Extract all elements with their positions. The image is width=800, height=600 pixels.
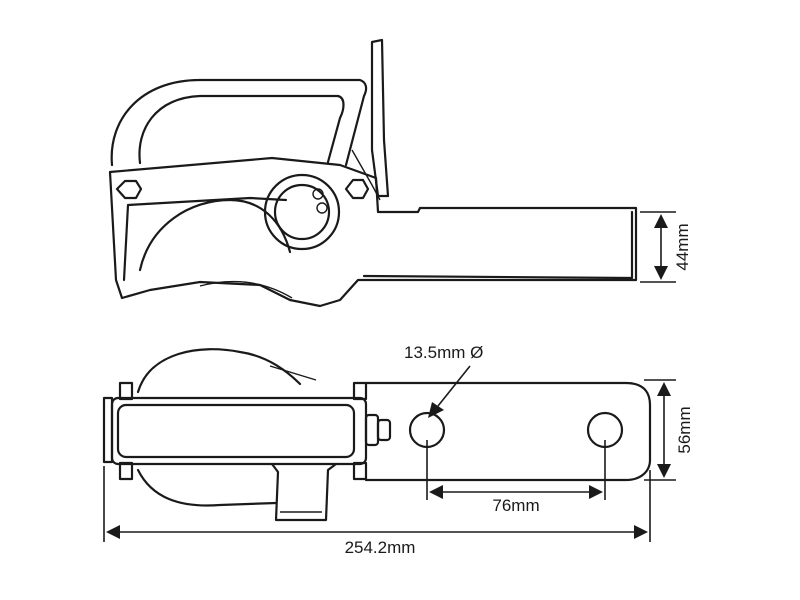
hole-diameter-label: 13.5mm Ø — [404, 343, 483, 362]
latch-handle — [110, 78, 368, 167]
side-view — [108, 38, 638, 308]
drawbar-plate — [364, 381, 652, 482]
coupling-frame — [102, 396, 114, 464]
bolt-stud — [352, 461, 368, 481]
hole-diameter-callout: 13.5mm Ø — [404, 343, 483, 418]
top-width-dimension: 56mm — [644, 379, 694, 481]
overall-length-label: 254.2mm — [345, 538, 416, 557]
top-width-label: 56mm — [675, 406, 694, 453]
hole-spacing-dimension: 76mm — [426, 440, 606, 515]
hex-nut-left — [115, 179, 143, 200]
coupling-dome — [136, 348, 302, 394]
release-lever — [370, 38, 390, 198]
side-height-label: 44mm — [673, 223, 692, 270]
clamp-housing — [110, 396, 368, 466]
pivot-hub — [263, 173, 341, 251]
handle-block — [270, 462, 338, 522]
overall-length-dimension: 254.2mm — [103, 466, 651, 557]
hex-nut-right — [344, 178, 370, 200]
top-view — [102, 348, 652, 522]
latch-handle-inner — [138, 94, 345, 165]
ball-socket — [138, 198, 292, 272]
coupling-body — [108, 156, 638, 308]
hole-spacing-label: 76mm — [492, 496, 539, 515]
bolt-stud — [118, 381, 134, 401]
side-height-dimension: 44mm — [640, 211, 692, 283]
bolt-stud — [352, 381, 368, 401]
bolt-stud — [118, 461, 134, 481]
